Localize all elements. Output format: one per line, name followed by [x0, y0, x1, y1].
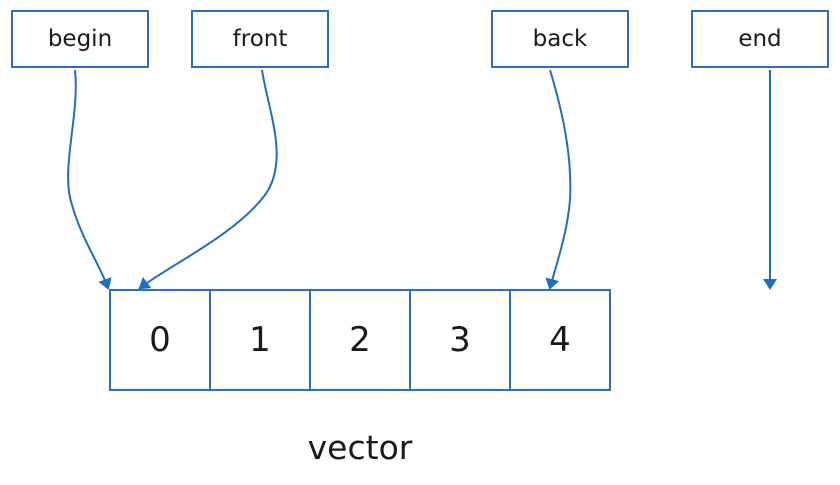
- vector-cell: 1: [209, 291, 309, 389]
- front-arrow: [138, 69, 278, 290]
- begin-arrow: [67, 69, 112, 290]
- vector-array: 0 1 2 3 4: [109, 289, 611, 391]
- vector-cell: 0: [149, 320, 171, 360]
- back-arrow: [545, 69, 572, 290]
- back-label: back: [491, 10, 629, 68]
- front-label: front: [191, 10, 329, 68]
- begin-label: begin: [11, 10, 149, 68]
- end-label: end: [691, 10, 829, 68]
- vector-caption: vector: [307, 428, 413, 467]
- vector-cell: 2: [309, 291, 409, 389]
- vector-cell: 3: [409, 291, 509, 389]
- vector-cell: 4: [509, 291, 609, 389]
